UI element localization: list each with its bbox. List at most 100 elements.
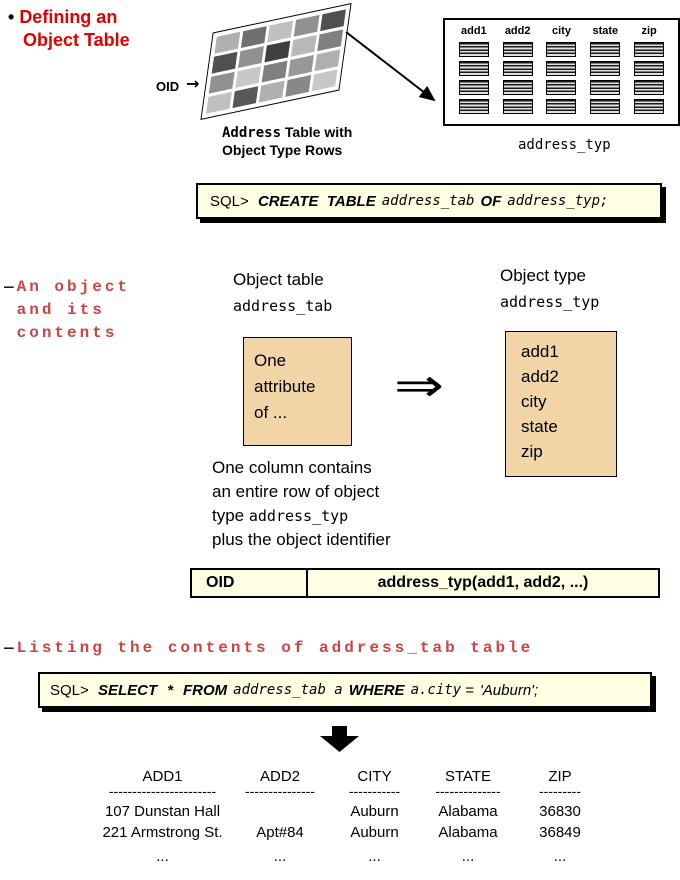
implies-arrow-icon: ⇒ <box>394 358 445 412</box>
address-table-graphic <box>200 3 352 120</box>
explain-line-pre: type <box>212 506 249 525</box>
results-cell: Auburn <box>350 803 399 820</box>
results-cell: Apt#84 <box>256 824 304 841</box>
section-line: An object <box>16 278 131 296</box>
results-cell: ... <box>461 848 475 865</box>
arrow-to-type-box-icon <box>345 31 436 102</box>
table-cell <box>261 60 288 83</box>
results-cell: 107 Dunstan Hall <box>104 803 221 820</box>
title-line1: Defining an <box>19 7 118 27</box>
table-cell <box>317 29 344 52</box>
results-cell: --------- <box>539 783 581 799</box>
row-block-icon <box>590 80 621 95</box>
explain-line: type address_typ <box>212 504 391 528</box>
results-cell: CITY <box>357 768 392 785</box>
object-type-fields-box: add1 add2 city state zip <box>505 331 617 477</box>
results-cell: ... <box>553 848 567 865</box>
explain-line: plus the object identifier <box>212 530 391 549</box>
section-line: and its <box>16 301 105 319</box>
sql-keyword: SELECT <box>97 681 158 699</box>
results-cell <box>235 801 325 822</box>
oid-cell: OID <box>192 570 308 596</box>
sql-prompt: SQL> <box>50 681 93 699</box>
address-typ-cell: address_typ(add1, add2, ...) <box>377 574 589 591</box>
page-title: •Defining an Object Table <box>8 6 130 52</box>
results-cell: Auburn <box>350 824 399 841</box>
results-cell: ... <box>156 848 169 865</box>
oid-label: OID <box>156 79 180 94</box>
results-data-row: ............... <box>95 846 592 867</box>
explanation-text: One column contains an entire row of obj… <box>212 456 391 552</box>
sql-prompt: SQL> <box>210 192 253 210</box>
table-cell <box>314 49 341 72</box>
type-field: zip <box>521 442 543 461</box>
row-block-icon <box>458 99 489 114</box>
row-block-icon <box>590 61 621 76</box>
type-column: city <box>546 25 577 116</box>
attribute-box-line: of ... <box>254 403 288 422</box>
sql-identifier: address_typ; <box>507 193 609 209</box>
row-block-icon <box>502 99 533 114</box>
sql-keyword: OF <box>480 192 502 210</box>
table-cell <box>311 69 338 92</box>
sql-star: * <box>167 681 173 699</box>
object-type-label: Object type <box>500 266 586 285</box>
table-cell <box>288 54 314 77</box>
down-arrow-icon <box>320 726 359 752</box>
explain-line: an entire row of object <box>212 482 380 501</box>
results-cell: STATE <box>444 768 492 785</box>
row-block-icon <box>458 61 489 76</box>
attribute-box-line: One <box>254 351 287 370</box>
one-attribute-box: One attribute of ... <box>243 337 352 446</box>
type-field: state <box>521 417 558 436</box>
row-block-icon <box>634 42 665 57</box>
table-cell <box>214 31 241 54</box>
table-cell <box>285 74 312 97</box>
section-dash: — <box>4 639 14 657</box>
sql-keyword: WHERE <box>348 681 405 699</box>
table-cell <box>293 14 320 37</box>
section-listing: — Listing the contents of address_tab ta… <box>4 637 533 660</box>
row-block-icon <box>502 42 533 57</box>
address-table-caption: Address Table with Object Type Rows <box>222 124 352 159</box>
oid-address-row: OID address_typ(add1, add2, ...) <box>190 568 660 598</box>
type-column: add2 <box>502 25 533 116</box>
table-cell <box>206 91 232 114</box>
bullet-icon: • <box>8 7 15 27</box>
sql-literal: 'Auburn'; <box>479 681 539 699</box>
row-block-icon <box>458 42 489 57</box>
section-line: contents <box>16 324 118 342</box>
results-cell: ... <box>368 848 381 865</box>
row-block-icon <box>546 42 577 57</box>
table-cell <box>232 86 259 109</box>
section-dash: — <box>4 278 14 296</box>
type-field: city <box>521 392 547 411</box>
results-cell: ADD1 <box>142 768 183 785</box>
table-cell <box>211 51 238 74</box>
table-cell <box>264 40 291 63</box>
object-type-name: address_typ <box>500 293 600 311</box>
object-table-name: address_tab <box>233 297 333 315</box>
section-text: Listing the contents of address_tab tabl… <box>16 639 534 657</box>
results-cell: --------------- <box>245 783 315 799</box>
row-block-icon <box>546 99 577 114</box>
results-cell: 36849 <box>539 824 581 841</box>
type-column: zip <box>634 25 665 116</box>
table-cell <box>290 34 317 57</box>
caption-rest: Table with <box>281 124 353 140</box>
row-block-icon <box>590 99 621 114</box>
type-column: state <box>590 25 621 116</box>
results-cell: ----------- <box>348 783 401 799</box>
type-column-header: city <box>552 25 571 37</box>
section-an-object: — An object and its contents <box>4 276 130 345</box>
table-cell <box>267 20 294 43</box>
title-line2: Object Table <box>23 30 130 50</box>
caption-line2: Object Type Rows <box>222 142 343 158</box>
